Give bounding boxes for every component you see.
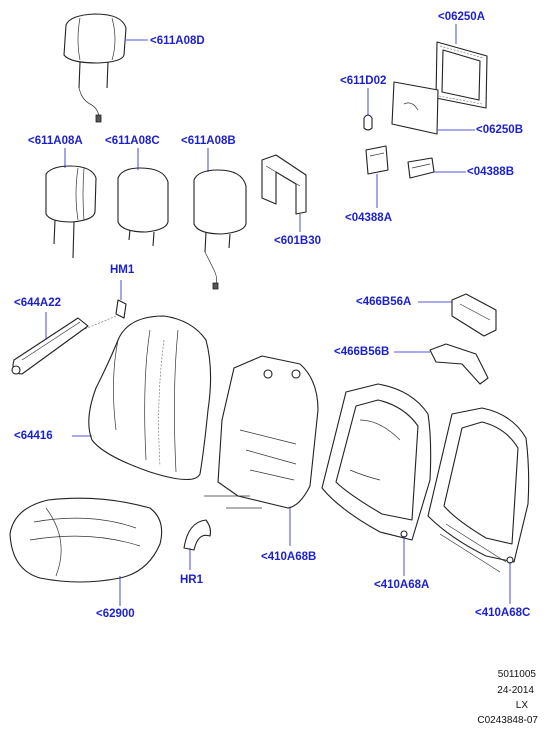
bolster-466B56B[interactable]: [394, 343, 489, 385]
callout-611A08B[interactable]: <611A08B: [181, 135, 236, 147]
footer-date: 24-2014: [497, 685, 534, 696]
callout-466B56B[interactable]: <466B56B: [334, 346, 390, 358]
callout-62900[interactable]: <62900: [96, 608, 135, 620]
callout-611A08C[interactable]: <611A08C: [105, 135, 160, 147]
cover-64416[interactable]: [72, 315, 212, 481]
callout-410A68A[interactable]: <410A68A: [374, 579, 430, 591]
panel-410A68B[interactable]: [204, 355, 319, 546]
cover-644A22[interactable]: [11, 312, 89, 375]
footer-ref: C0243848-07: [477, 715, 538, 726]
callout-410A68C[interactable]: <410A68C: [475, 607, 531, 619]
callout-601B30[interactable]: <601B30: [274, 235, 321, 247]
callout-644A22[interactable]: <644A22: [14, 297, 61, 309]
callout-06250B[interactable]: <06250B: [476, 124, 523, 136]
callout-HR1[interactable]: HR1: [180, 574, 204, 586]
frame-410A68C[interactable]: [427, 407, 530, 604]
bracket-04388B[interactable]: [407, 157, 466, 179]
callout-HM1[interactable]: HM1: [110, 264, 135, 276]
callout-611A08A[interactable]: <611A08A: [28, 135, 83, 147]
callout-611A08D[interactable]: <611A08D: [150, 35, 205, 47]
callout-611D02[interactable]: <611D02: [340, 75, 387, 87]
clip-611D02[interactable]: [363, 88, 373, 131]
bolster-466B56A[interactable]: [418, 293, 497, 337]
callout-466B56A[interactable]: <466B56A: [356, 296, 412, 308]
switch-04388A[interactable]: [365, 145, 389, 208]
panel-06250B[interactable]: [391, 81, 475, 135]
callout-06250A[interactable]: <06250A: [438, 11, 485, 23]
headrest-611A08D[interactable]: [63, 13, 148, 123]
callout-04388B[interactable]: <04388B: [467, 166, 514, 178]
cushion-62900[interactable]: [9, 497, 163, 606]
callout-410A68B[interactable]: <410A68B: [261, 551, 317, 563]
headrest-611A08A[interactable]: [45, 148, 97, 259]
frame-06250A[interactable]: [435, 24, 488, 109]
hook-HR1[interactable]: [183, 519, 212, 570]
callout-04388A[interactable]: <04388A: [345, 212, 392, 224]
footer-code: 5011005: [497, 669, 536, 680]
screw-HM1[interactable]: [77, 280, 127, 333]
trim-601B30[interactable]: [261, 154, 307, 232]
footer-model: LX: [515, 700, 528, 711]
callout-64416[interactable]: <64416: [14, 430, 53, 442]
headrest-611A08C[interactable]: [117, 148, 169, 247]
headrest-611A08B[interactable]: [193, 148, 247, 290]
frame-410A68A[interactable]: [321, 383, 432, 576]
